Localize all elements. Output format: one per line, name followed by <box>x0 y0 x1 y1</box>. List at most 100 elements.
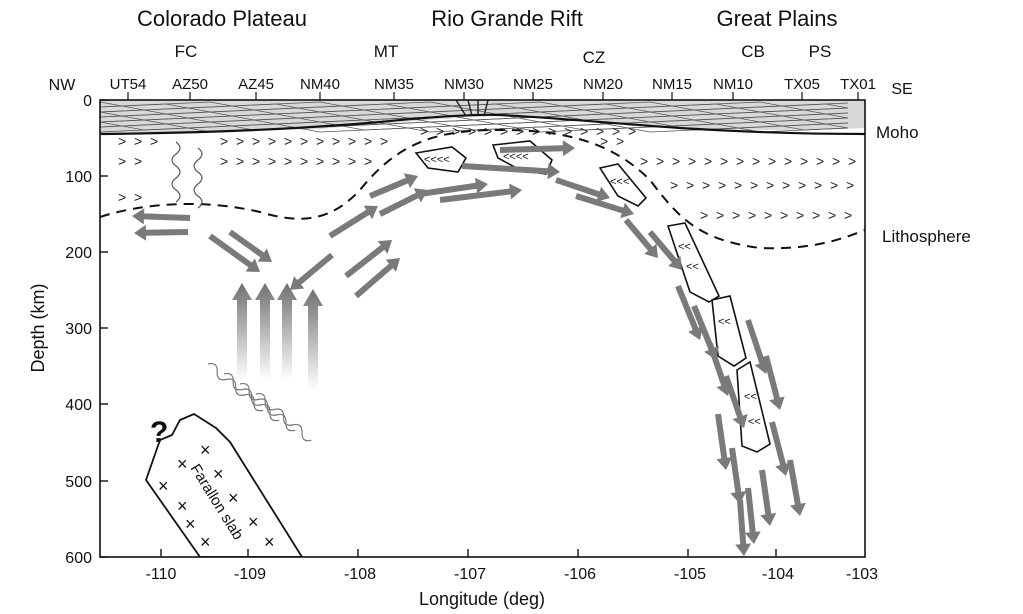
chevron-mark: > <box>780 207 788 223</box>
chevron-mark: > <box>750 177 758 193</box>
flow-arrow <box>228 229 272 262</box>
station-label: NM35 <box>374 76 414 93</box>
x-tick-label: -105 <box>674 566 706 583</box>
chevron-mark: > <box>736 153 744 169</box>
rift-fault-lines <box>455 100 489 117</box>
chevron-mark: > <box>720 153 728 169</box>
block-chevron: << <box>678 241 691 253</box>
block-3 <box>598 163 648 207</box>
chevron-mark: > <box>846 177 854 193</box>
direction-se: SE <box>891 81 912 98</box>
upwelling-arrow <box>303 289 323 390</box>
slab-crosses: × × × × × × × × × × <box>158 440 275 552</box>
chevron-mark: > <box>268 153 276 169</box>
flow-arrow <box>134 224 189 241</box>
station-label: NM10 <box>713 76 753 93</box>
x-tick-label: -104 <box>762 566 794 583</box>
flow-arrow <box>715 413 733 470</box>
chevron-mark: > <box>688 153 696 169</box>
chevron-mark: > <box>484 123 492 139</box>
block-1 <box>414 146 468 173</box>
chevron-mark: > <box>300 153 308 169</box>
station-label: UT54 <box>110 76 147 93</box>
chevron-mark: > <box>844 207 852 223</box>
region-rio-grande-rift: Rio Grande Rift <box>431 6 583 31</box>
chevron-mark: > <box>316 133 324 149</box>
chevron-mark: > <box>220 153 228 169</box>
x-tick-label: -106 <box>564 566 596 583</box>
flow-arrow <box>439 183 522 203</box>
chevron-mark: > <box>830 177 838 193</box>
chevron-mark: > <box>134 133 142 149</box>
flow-arrow <box>354 258 400 299</box>
flow-arrow <box>769 421 791 476</box>
x-tick-label: -109 <box>234 566 266 583</box>
chevron-mark: > <box>134 153 142 169</box>
chevron-mark: > <box>348 133 356 149</box>
slab-cross: × <box>158 476 169 496</box>
chevron-mark: > <box>220 133 228 149</box>
flow-arrow <box>419 177 488 197</box>
block-chevrons: <<<< <<<< <<< << << << << << <box>424 151 761 428</box>
slab-cross: × <box>213 464 224 484</box>
flow-arrow <box>647 230 682 270</box>
block-chevron: <<<< <box>503 151 529 163</box>
chevron-mark: > <box>236 133 244 149</box>
y-tick-label: 100 <box>65 169 92 186</box>
slab-cross: × <box>177 454 188 474</box>
chevron-mark: > <box>580 123 588 139</box>
subregion-mt: MT <box>374 42 399 61</box>
flow-arrow <box>368 173 418 199</box>
block-6 <box>736 360 771 453</box>
upwelling-arrow <box>255 283 275 380</box>
region-colorado-plateau: Colorado Plateau <box>137 6 307 31</box>
y-tick-label: 0 <box>83 93 92 110</box>
chevron-mark: > <box>600 133 608 149</box>
subregion-ps: PS <box>809 42 832 61</box>
flow-arrow <box>759 469 777 526</box>
chevron-mark: > <box>316 153 324 169</box>
chevron-mark: > <box>748 207 756 223</box>
chevron-mark: > <box>118 189 126 205</box>
flow-arrow <box>575 193 634 219</box>
station-labels: UT54 AZ50 AZ45 NM40 NM35 NM30 NM25 NM20 … <box>110 76 876 93</box>
chevron-mark: > <box>734 177 742 193</box>
chevron-mark: > <box>716 207 724 223</box>
flow-arrow <box>290 252 334 290</box>
slab-cross: × <box>248 512 259 532</box>
chevron-mark: > <box>364 153 372 169</box>
chevron-mark: > <box>764 207 772 223</box>
chevron-mark: > <box>784 153 792 169</box>
station-label: TX01 <box>840 76 876 93</box>
y-tick-label: 200 <box>65 245 92 262</box>
slab-cross: × <box>177 496 188 516</box>
chevron-mark: > <box>548 123 556 139</box>
flow-arrow <box>328 205 378 239</box>
direction-nw: NW <box>49 77 77 94</box>
y-tick-label: 400 <box>65 397 92 414</box>
chevron-mark: > <box>300 133 308 149</box>
y-axis-label: Depth (km) <box>28 283 48 372</box>
chevron-mark: > <box>800 153 808 169</box>
delaminating-blocks <box>414 140 771 453</box>
x-tick-label: -103 <box>846 566 878 583</box>
chevron-mark: > <box>364 133 372 149</box>
subregion-fc: FC <box>175 42 198 61</box>
chevron-mark: > <box>252 153 260 169</box>
region-great-plains: Great Plains <box>716 6 837 31</box>
station-label: TX05 <box>784 76 820 93</box>
chevron-mark: > <box>348 153 356 169</box>
chevron-mark: > <box>118 153 126 169</box>
flow-arrow <box>744 487 761 544</box>
block-chevron: << <box>686 261 699 273</box>
station-label: NM25 <box>513 76 553 93</box>
chevron-mark: > <box>702 177 710 193</box>
chevron-mark: > <box>814 177 822 193</box>
flow-arrow <box>499 140 575 157</box>
chevron-mark: > <box>284 153 292 169</box>
chevron-mark: > <box>796 207 804 223</box>
chevron-mark: > <box>782 177 790 193</box>
chevron-mark: > <box>596 123 604 139</box>
chevron-mark: > <box>468 123 476 139</box>
